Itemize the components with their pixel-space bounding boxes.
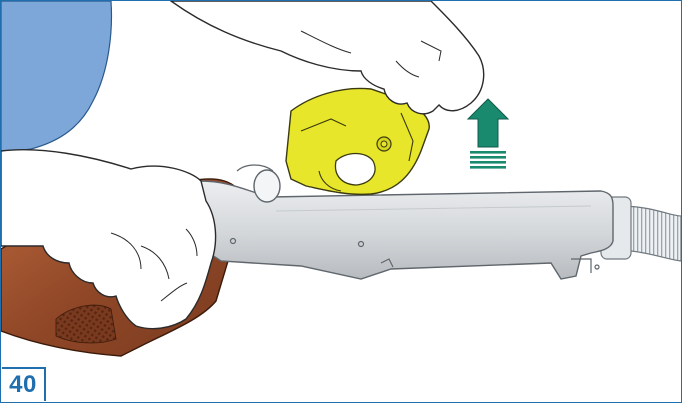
step-number-badge: 40 — [2, 367, 46, 401]
receiver-opening — [254, 170, 280, 202]
step-number: 40 — [9, 371, 37, 399]
arrow-up-icon — [468, 99, 508, 169]
sleeve — [1, 1, 111, 153]
pin-hole — [595, 265, 599, 269]
